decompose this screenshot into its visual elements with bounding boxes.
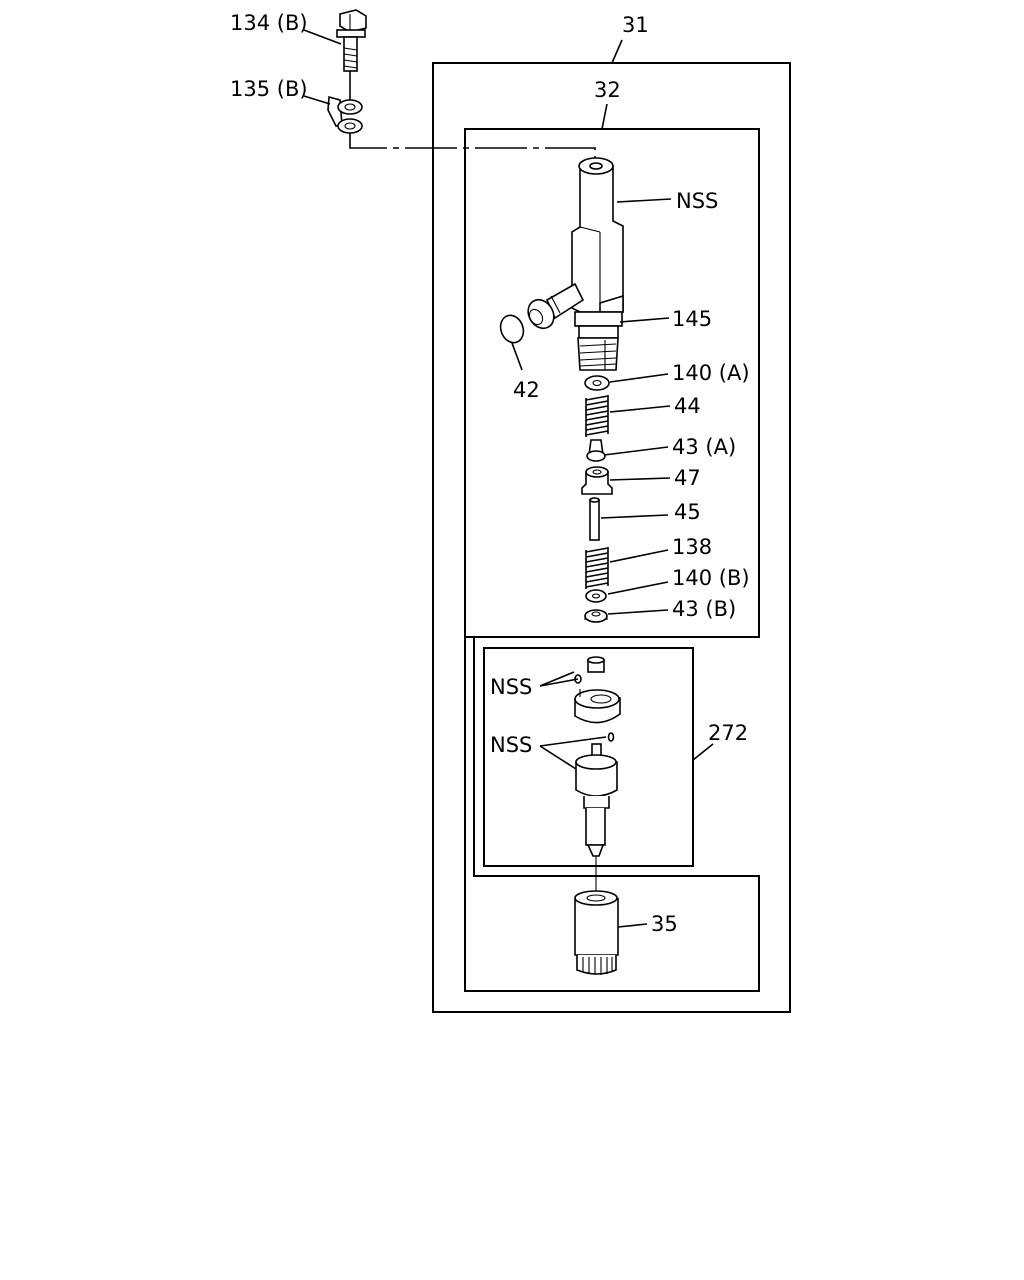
label-nozzle-nss: NSS bbox=[490, 733, 532, 757]
nozzle-nss-icon bbox=[575, 732, 618, 866]
label-spring-44: 44 bbox=[674, 394, 701, 418]
o-ring-icon bbox=[499, 314, 525, 344]
label-washer-140b: 140 (B) bbox=[672, 566, 750, 590]
retaining-nut-icon bbox=[574, 866, 619, 975]
fuel-inlet-icon bbox=[527, 282, 585, 330]
label-rod-45: 45 bbox=[674, 500, 701, 524]
label-bolt-134b: 134 (B) bbox=[230, 11, 308, 35]
spacer-47-icon bbox=[581, 466, 613, 495]
label-washer-140a: 140 (A) bbox=[672, 361, 750, 385]
assembly-31-frame bbox=[432, 62, 791, 1013]
label-assembly-31: 31 bbox=[622, 13, 649, 37]
seat-a-icon bbox=[586, 439, 606, 462]
nozzle-kit-272-frame bbox=[483, 647, 694, 867]
lower-frame bbox=[464, 637, 760, 992]
spacer-nss-icon bbox=[574, 656, 621, 724]
spring-44-icon bbox=[585, 395, 609, 437]
washer-a-icon bbox=[584, 375, 610, 391]
label-spring-138: 138 bbox=[672, 535, 712, 559]
seat-b-icon bbox=[584, 609, 608, 623]
label-o-ring-42: 42 bbox=[513, 378, 540, 402]
label-clamp-135b: 135 (B) bbox=[230, 77, 308, 101]
push-rod-icon bbox=[589, 497, 600, 541]
label-seat-43a: 43 (A) bbox=[672, 435, 736, 459]
injector-holder-icon bbox=[571, 157, 624, 371]
label-holder-body-nss: NSS bbox=[676, 189, 718, 213]
label-retaining-nut-35: 35 bbox=[651, 912, 678, 936]
label-seat-43b: 43 (B) bbox=[672, 597, 736, 621]
label-spacer-nss: NSS bbox=[490, 675, 532, 699]
clamp-icon bbox=[327, 95, 363, 134]
bolt-icon bbox=[336, 9, 367, 72]
label-holder-32: 32 bbox=[594, 78, 621, 102]
label-nozzle-kit-272: 272 bbox=[708, 721, 748, 745]
label-part-145: 145 bbox=[672, 307, 712, 331]
washer-b-icon bbox=[585, 589, 607, 603]
holder-32-frame bbox=[464, 128, 760, 638]
spring-138-icon bbox=[585, 547, 609, 589]
label-part-47: 47 bbox=[674, 466, 701, 490]
